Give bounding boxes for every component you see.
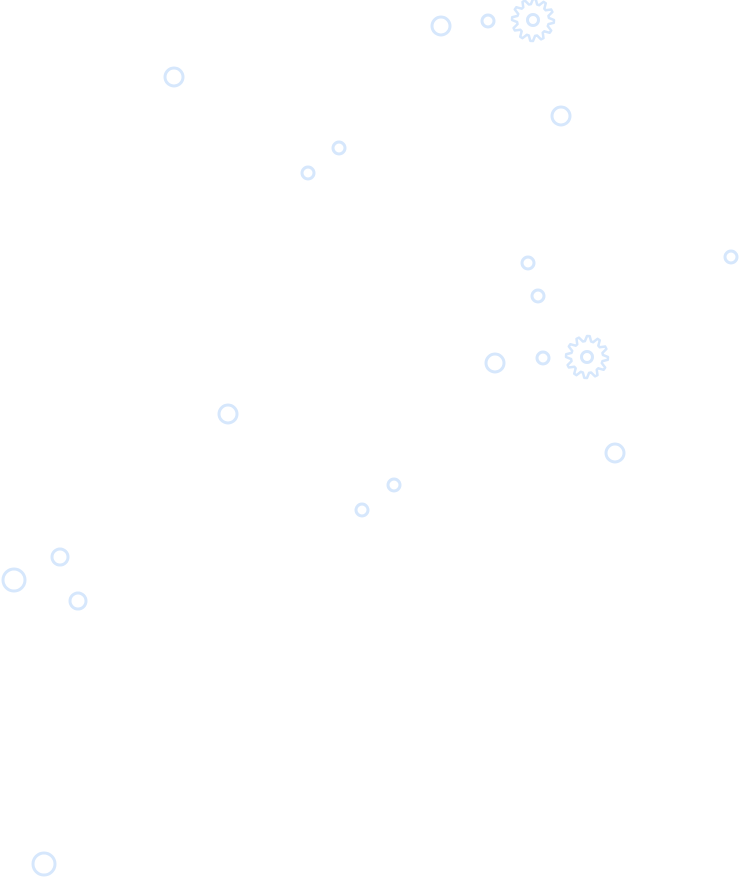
circle-outline-icon xyxy=(535,350,551,366)
circle-outline-icon xyxy=(723,249,739,265)
gear-hub xyxy=(580,350,594,364)
circle-outline-icon xyxy=(520,255,536,271)
circle-outline-icon xyxy=(430,15,452,37)
rings-layer xyxy=(1,13,739,877)
circle-outline-icon xyxy=(217,403,239,425)
circle-outline-icon xyxy=(163,66,185,88)
circle-outline-icon xyxy=(1,567,27,593)
gear-hub xyxy=(526,13,540,27)
gear-outline xyxy=(510,0,556,43)
circle-outline-icon xyxy=(604,442,626,464)
circle-outline-icon xyxy=(386,477,402,493)
circle-outline-icon xyxy=(50,547,70,567)
gear-outline xyxy=(564,334,610,380)
gear-icon xyxy=(564,334,610,380)
circle-outline-icon xyxy=(480,13,496,29)
circle-outline-icon xyxy=(331,140,347,156)
circle-outline-icon xyxy=(68,591,88,611)
circle-outline-icon xyxy=(550,105,572,127)
gear-icon xyxy=(510,0,556,43)
circle-outline-icon xyxy=(31,851,57,877)
circle-outline-icon xyxy=(530,288,546,304)
circle-outline-icon xyxy=(354,502,370,518)
gears-layer xyxy=(510,0,610,380)
circle-outline-icon xyxy=(484,352,506,374)
circle-outline-icon xyxy=(300,165,316,181)
